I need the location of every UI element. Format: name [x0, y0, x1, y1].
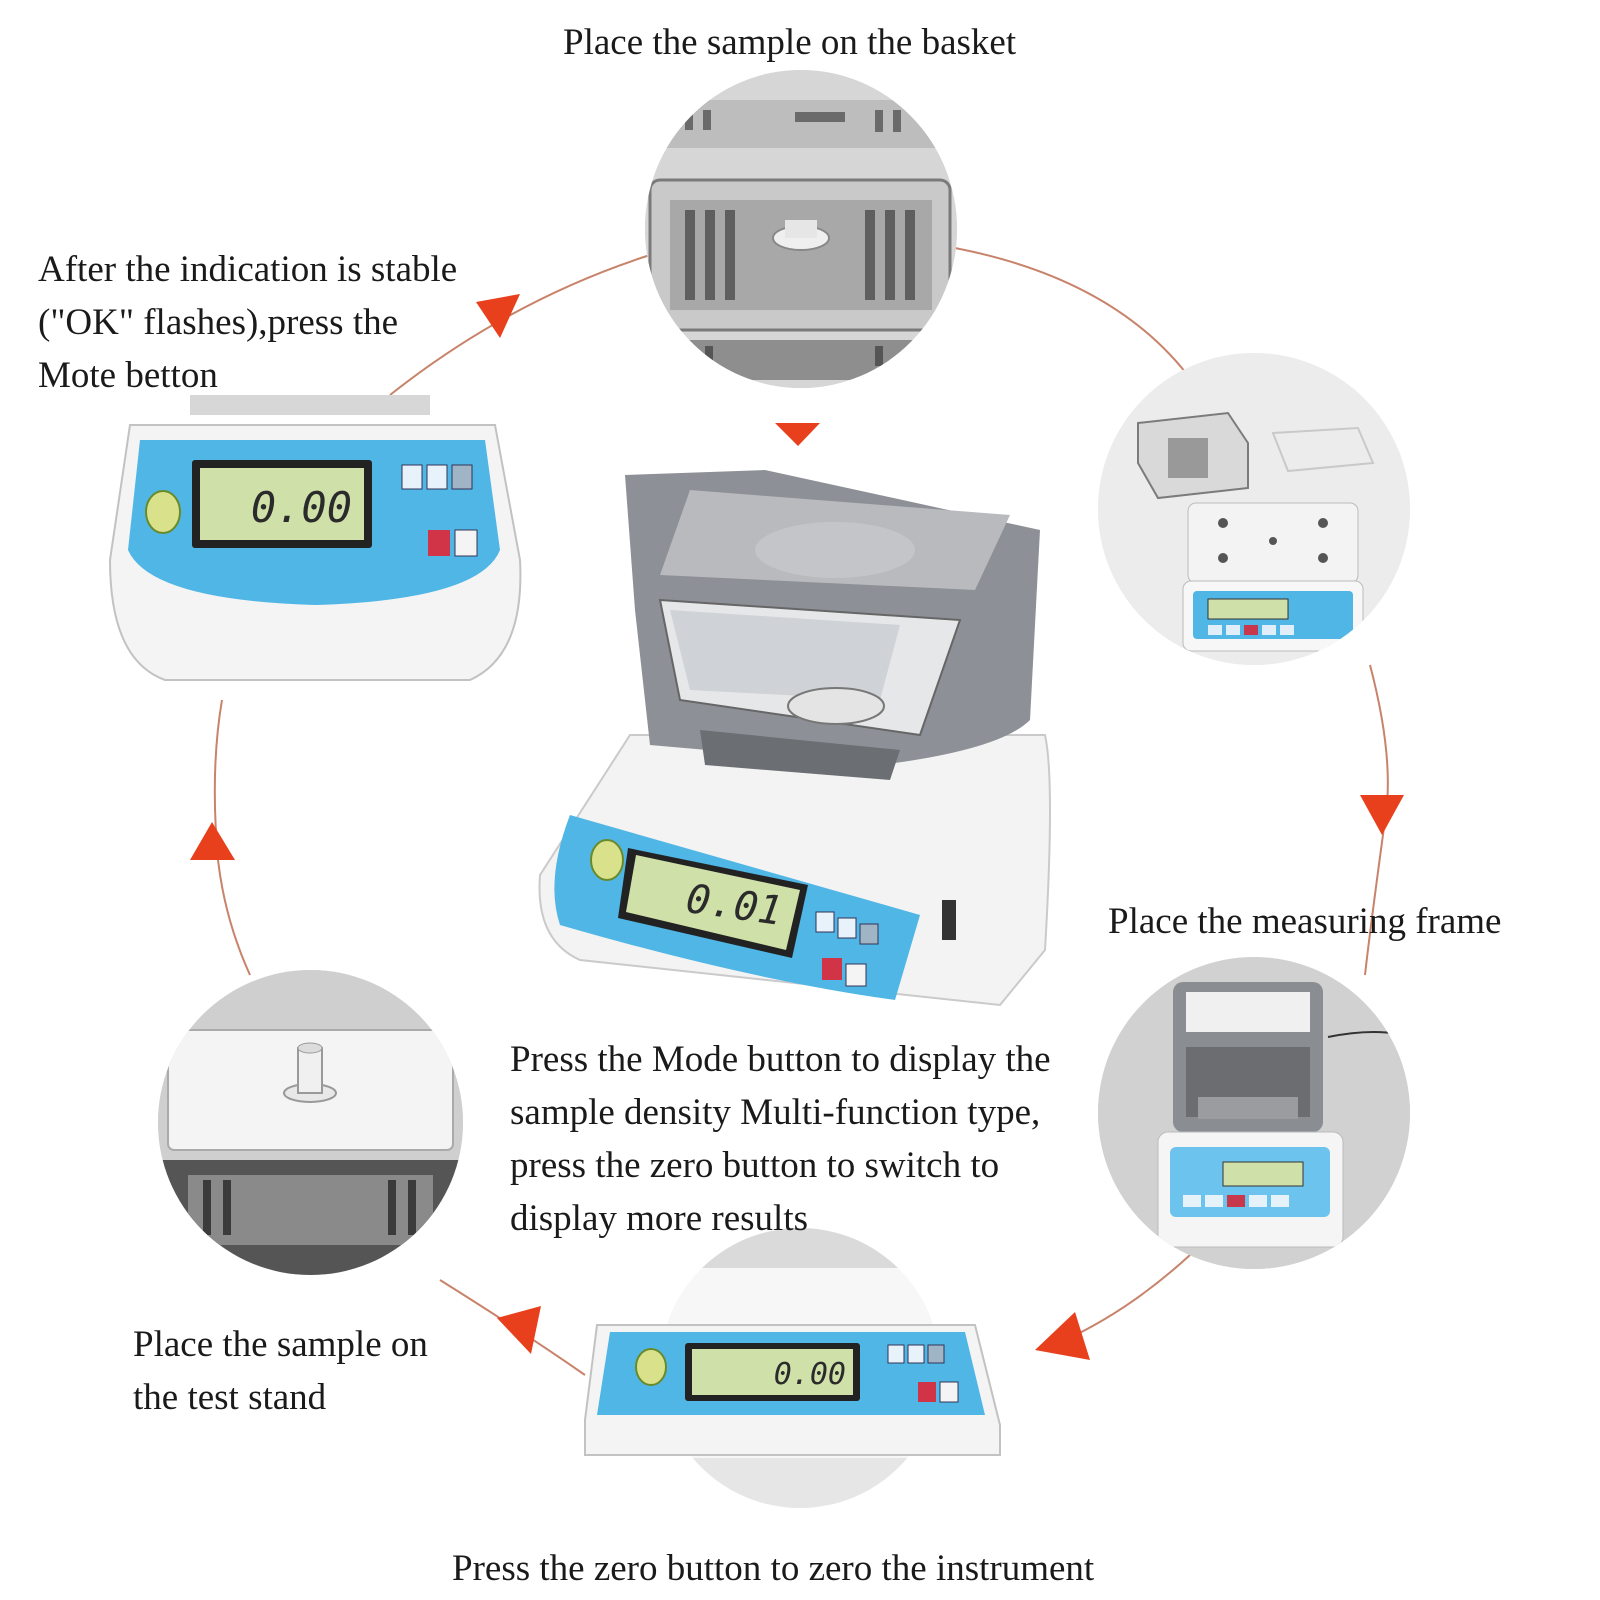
step-basket-label: Place the sample on the basket	[563, 22, 1017, 63]
arc-stable-to-basket	[389, 254, 651, 396]
arrowhead-upward-icon	[190, 822, 235, 860]
step-test-stand-label: Place the sample on the test stand	[133, 1324, 428, 1418]
arrowhead-zero-icon	[1035, 1312, 1090, 1360]
zero-lcd-reading: 0.00	[774, 1357, 846, 1392]
assembled-illustration	[1098, 957, 1410, 1269]
step-stable-label: After the indication is stable ("OK" fla…	[38, 249, 458, 396]
step-mode-label: Press the Mode button to display the sam…	[510, 1039, 1051, 1239]
arrowhead-frame-icon	[1360, 795, 1404, 835]
arc-basket-to-frame	[954, 247, 1196, 386]
step-frame-label: Place the measuring frame	[1108, 901, 1502, 942]
measuring-frame-photo	[1098, 353, 1410, 665]
test-stand-illustration	[158, 970, 463, 1275]
stable-lcd-reading: 0.00	[251, 483, 352, 532]
arrowhead-center-icon	[775, 423, 820, 446]
test-stand-photo	[158, 970, 463, 1275]
arrowhead-stable-icon	[476, 294, 520, 338]
arrowhead-test-stand-icon	[497, 1306, 541, 1354]
step-zero-label: Press the zero button to zero the instru…	[452, 1548, 1095, 1589]
frame-parts-illustration	[1098, 353, 1410, 665]
assembled-instrument-photo	[1098, 957, 1410, 1269]
